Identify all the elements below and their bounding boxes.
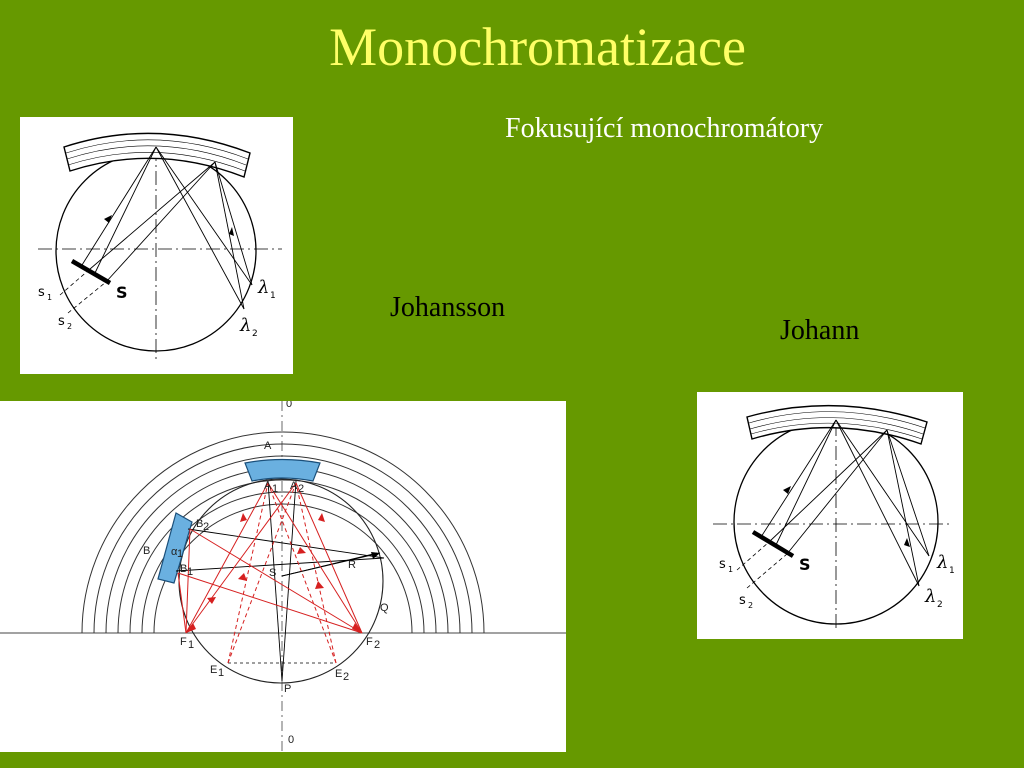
s2-label-sub: 2 xyxy=(67,322,72,331)
johann-lambda2-label-sub: 2 xyxy=(937,600,943,610)
johann-source-s-label: S xyxy=(799,555,811,574)
point-F1-label: F xyxy=(180,636,187,648)
johann-s1-label: s xyxy=(719,557,726,572)
axis-bottom-label: 0 xyxy=(288,734,294,746)
point-F2-label: F xyxy=(366,636,373,648)
s2-label: s xyxy=(58,314,65,329)
s1-label-sub: 1 xyxy=(47,293,52,302)
point-F2-sub: 2 xyxy=(374,639,380,651)
lambda2-label: λ xyxy=(239,315,251,336)
diagram-johann-svg: S s 1 s 2 λ 1 λ 2 xyxy=(713,404,955,632)
point-A2-sub: 2 xyxy=(298,483,304,495)
point-A2-label: A xyxy=(290,480,298,492)
johann-s1-label-sub: 1 xyxy=(728,565,733,574)
point-F1-sub: 1 xyxy=(188,639,194,651)
diagram-johansson: 0 0 A A 1 A 2 B B 2 B 1 α 1 S R Q F 1 F … xyxy=(0,401,566,752)
alpha-sub: 1 xyxy=(177,548,183,560)
lambda1-label-sub: 1 xyxy=(270,291,276,301)
diagram-top-left-svg: S s 1 s 2 λ 1 λ 2 xyxy=(38,132,282,362)
point-B-label: B xyxy=(143,545,150,557)
s1-label: s xyxy=(38,285,45,300)
point-A1-sub: 1 xyxy=(272,483,278,495)
point-E2-label: E xyxy=(335,668,342,680)
label-johann: Johann xyxy=(780,315,860,346)
diagram-top-left: S s 1 s 2 λ 1 λ 2 xyxy=(20,117,293,374)
diagram-johansson-svg: 0 0 A A 1 A 2 B B 2 B 1 α 1 S R Q F 1 F … xyxy=(0,401,566,752)
johann-s2-label: s xyxy=(739,593,746,608)
alpha-label: α xyxy=(171,546,178,558)
point-B2-sub: 2 xyxy=(203,521,209,533)
johann-lambda1-label: λ xyxy=(936,552,948,573)
point-E1-sub: 1 xyxy=(218,667,224,679)
axis-top-label: 0 xyxy=(286,401,292,410)
diagram-johann: S s 1 s 2 λ 1 λ 2 xyxy=(697,392,963,639)
point-E2-sub: 2 xyxy=(343,671,349,683)
point-S-label: S xyxy=(269,567,276,579)
point-A-label: A xyxy=(264,440,272,452)
point-P-label: P xyxy=(284,683,291,695)
lambda1-label: λ xyxy=(257,277,269,298)
slide-subtitle: Fokusující monochromátory xyxy=(505,113,824,144)
point-A1-label: A xyxy=(264,480,272,492)
source-s-label: S xyxy=(116,283,128,302)
point-B1-label: B xyxy=(180,563,187,575)
point-E1-label: E xyxy=(210,664,217,676)
johann-lambda1-label-sub: 1 xyxy=(949,566,955,576)
point-B2-label: B xyxy=(196,518,203,530)
johann-lambda2-label: λ xyxy=(924,586,936,607)
label-johansson: Johansson xyxy=(390,292,506,323)
johann-s2-label-sub: 2 xyxy=(748,601,753,610)
point-R-label: R xyxy=(348,559,356,571)
point-B1-sub: 1 xyxy=(187,566,193,578)
lambda2-label-sub: 2 xyxy=(252,329,258,339)
slide-title: Monochromatizace xyxy=(329,17,746,77)
point-Q-label: Q xyxy=(380,602,389,614)
